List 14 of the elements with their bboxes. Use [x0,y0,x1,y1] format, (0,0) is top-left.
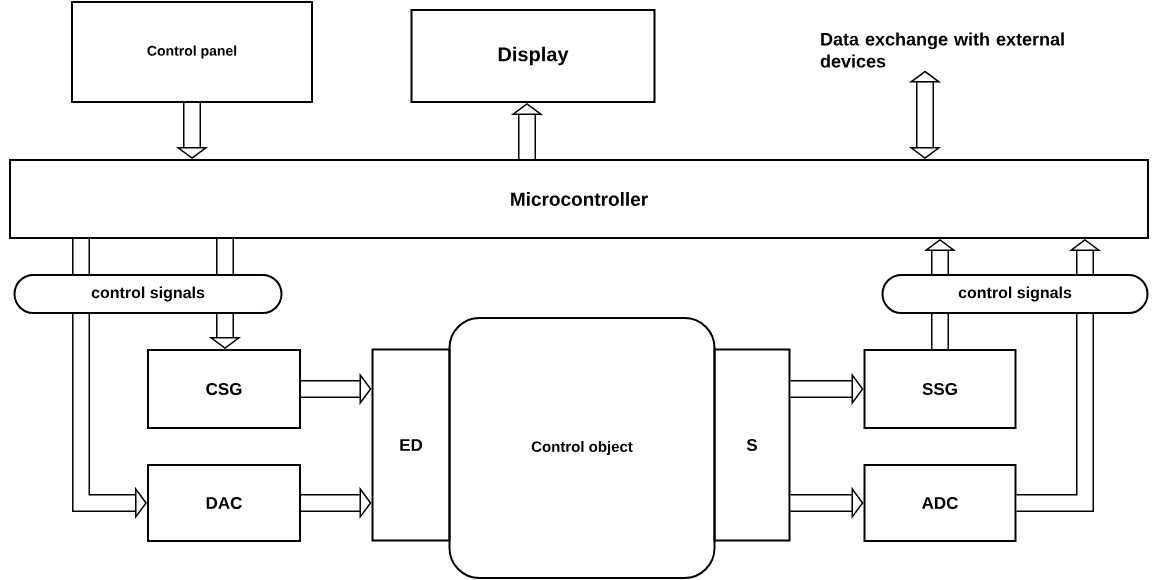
block-box: DAC [147,464,301,542]
hollow-arrow [908,70,942,159]
block-box: Microcontroller [9,159,1149,239]
block-box: SSG [863,349,1017,429]
bus-label: control signals [881,274,1149,314]
object-box: Control object [448,317,716,579]
block-box: Display [410,9,656,103]
heading-text: Data exchange with external devices [820,32,1064,68]
block-box: Control panel [71,1,313,103]
block-box: S [713,348,791,542]
bus-label: control signals [13,274,283,314]
block-box: ADC [863,464,1017,542]
block-box: ED [371,348,451,542]
block-box: CSG [147,349,301,429]
